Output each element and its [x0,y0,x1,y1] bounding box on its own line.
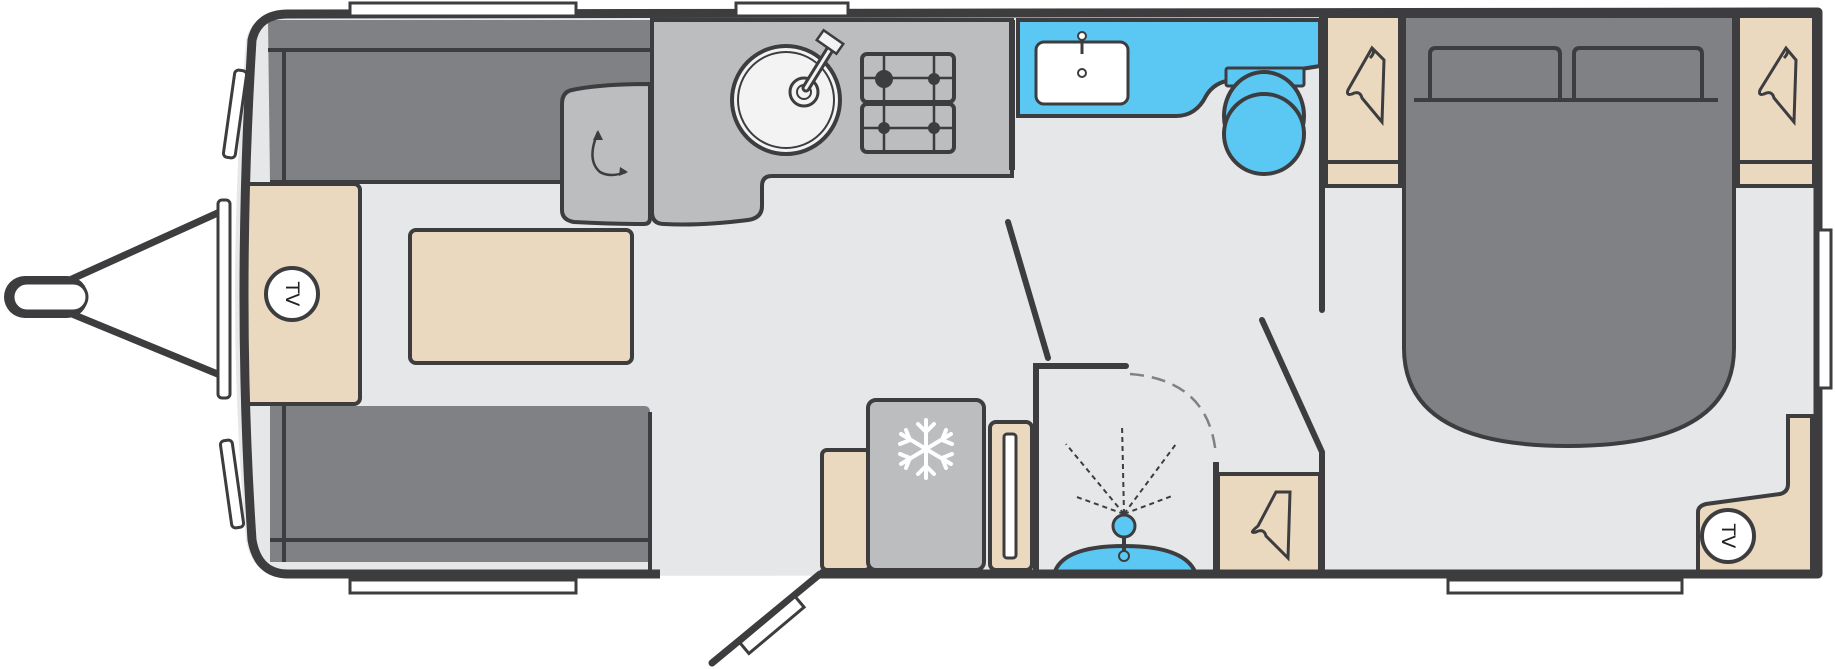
window-rear [1816,228,1833,390]
window-front-center [216,198,232,400]
window-bottom-lounge [348,578,578,595]
washroom-wall-diagonal [1005,219,1051,361]
tall-cabinet [988,420,1034,572]
window-top-kitchen [734,1,850,18]
toilet-icon [1222,66,1306,176]
shower-spray-icon [1065,423,1177,515]
snowflake-icon [898,418,954,480]
lounge-seating-top [268,20,650,184]
coat-hanger-icon [1251,490,1292,562]
lounge-seating-bottom [270,406,652,576]
dining-table [408,228,634,365]
gas-hob-icon [860,52,956,154]
tv-label-bedroom: TV [1717,523,1739,549]
coat-hanger-icon [1758,45,1798,126]
tv-cabinet-front: TV [242,182,362,406]
outer-wall [239,7,1823,579]
swivel-chair [560,81,652,227]
wardrobe-right [1736,14,1816,188]
kitchen-sink-icon [730,28,846,156]
rotate-arrow-icon [591,131,627,177]
pillow-left [1428,46,1562,100]
window-top-lounge [348,1,578,18]
tv-label-lounge: TV [281,281,303,307]
bedroom-door [1259,317,1325,455]
entrance-door[interactable] [708,570,824,667]
tv-cabinet-bedroom: TV [1696,414,1814,574]
wardrobe-left [1324,14,1402,188]
shower-door-swing [1129,372,1218,457]
fridge [866,398,986,572]
island-bed [1402,14,1736,449]
tow-hitch [4,207,226,379]
pillow-right [1572,46,1704,100]
shower-tray [1051,513,1199,576]
window-front-top [221,68,249,160]
coat-hanger-icon [1346,45,1386,126]
wardrobe-small [1216,472,1322,574]
windows [216,1,1833,595]
window-bottom-bedroom [1446,578,1684,595]
window-front-bottom [218,438,246,530]
kitchen-cabinet-low [820,448,872,572]
shower-wall [1033,363,1129,577]
